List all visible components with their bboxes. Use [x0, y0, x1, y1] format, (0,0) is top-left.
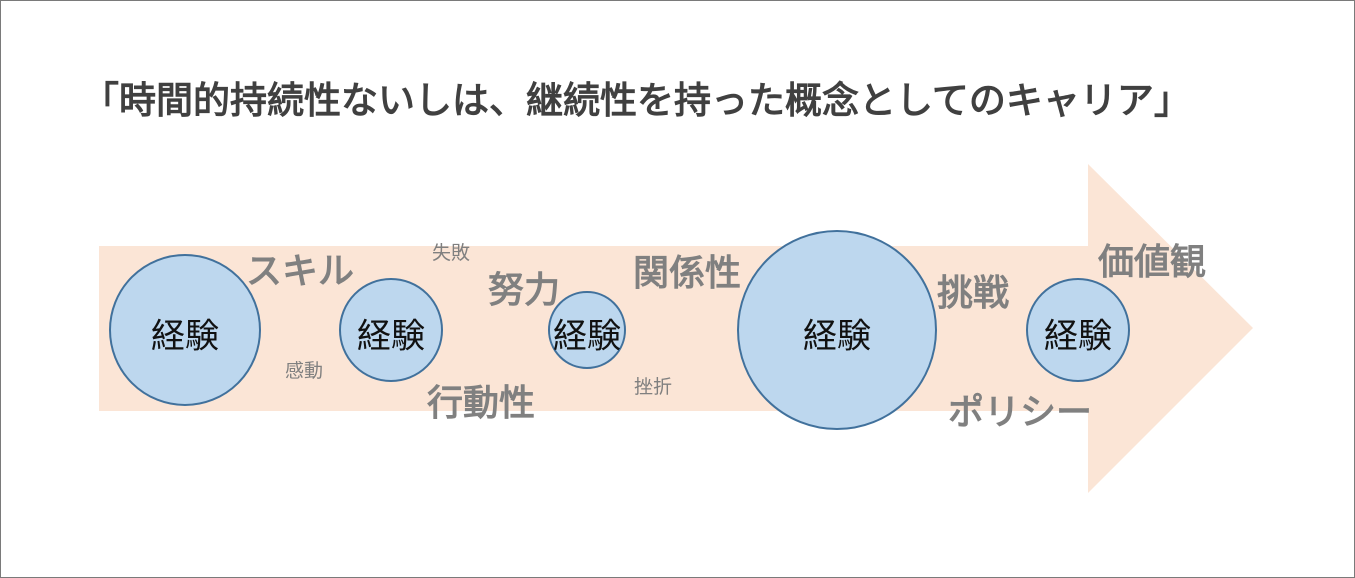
experience-label-2: 経験 — [357, 316, 425, 357]
keyword-shippai: 失敗 — [432, 242, 471, 264]
diagram-title: 「時間的持続性ないしは、継続性を持った概念としてのキャリア」 — [82, 79, 1191, 122]
experience-circle-3 — [548, 291, 626, 369]
experience-circle-1 — [109, 254, 261, 406]
keyword-kachikan: 価値観 — [1098, 242, 1207, 283]
experience-circle-5 — [1026, 278, 1130, 382]
experience-circle-4 — [737, 230, 937, 430]
keyword-kando: 感動 — [285, 360, 324, 382]
keyword-skill: スキル — [246, 251, 355, 292]
experience-label-4: 経験 — [803, 316, 871, 357]
experience-label-3: 経験 — [553, 316, 621, 357]
career-arrow — [99, 164, 1253, 493]
experience-circle-2 — [339, 278, 443, 382]
keyword-doryoku: 努力 — [488, 270, 561, 311]
keyword-policy: ポリシー — [948, 392, 1093, 433]
experience-label-1: 経験 — [151, 316, 219, 357]
keyword-koudousei: 行動性 — [427, 383, 536, 424]
keyword-chousen: 挑戦 — [937, 273, 1010, 314]
keyword-kankeisei: 関係性 — [633, 253, 742, 294]
experience-label-5: 経験 — [1044, 316, 1112, 357]
keyword-zasetsu: 挫折 — [634, 376, 673, 398]
